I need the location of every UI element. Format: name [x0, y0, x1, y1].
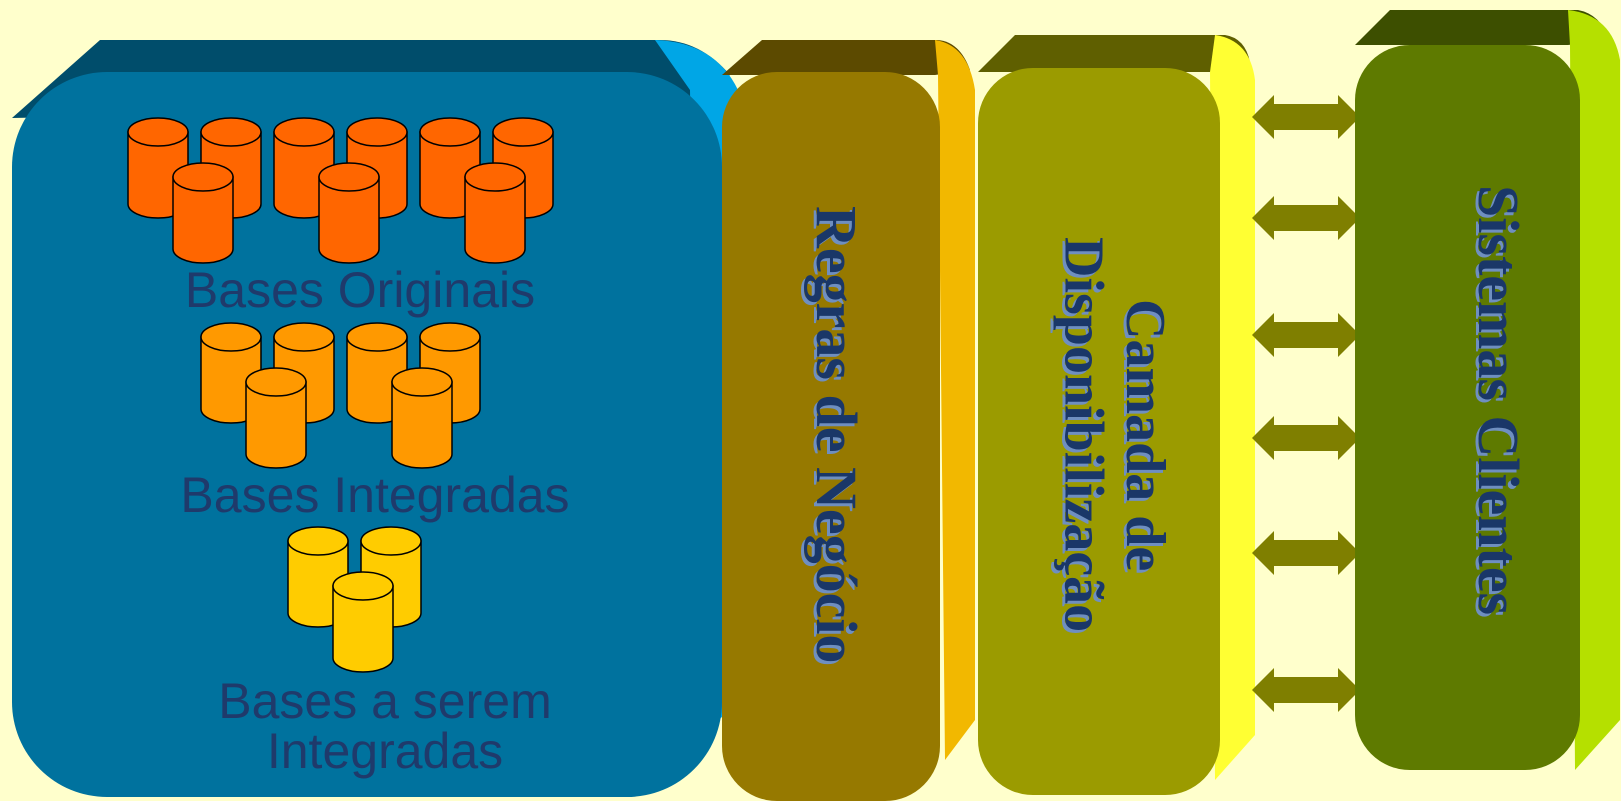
label-bases-a-serem-line-2: Integradas: [266, 723, 504, 779]
label-bases-originais: Bases Originais: [184, 262, 536, 318]
database-group-integradas: [200, 322, 481, 469]
camada-block-top-face: [978, 35, 1250, 72]
clientes-block-top-face: [1355, 10, 1610, 45]
database-cylinder-icon: [245, 367, 307, 469]
label-camada-de-disponibilizacao: Camada de Disponibilização: [1035, 190, 1176, 680]
label-sistemas-clientes: Sistemas Clientes: [1466, 184, 1531, 616]
double-arrow-icon: [1252, 196, 1360, 240]
label-bases-integradas: Bases Integradas: [180, 467, 570, 523]
database-cylinder-icon: [172, 162, 234, 264]
regras-block-top-face: [722, 40, 970, 75]
database-cylinder-icon: [318, 162, 380, 264]
double-arrow-icon: [1252, 313, 1360, 357]
camada-block-side-face: [1210, 35, 1255, 780]
regras-block-front-face: [722, 72, 940, 801]
database-cylinder-icon: [464, 162, 526, 264]
database-cylinder-icon: [391, 367, 453, 469]
label-regras-de-negocio: Regras de Negócio: [804, 206, 869, 664]
double-arrow-icon: [1252, 416, 1360, 460]
label-camada-line-2: Disponibilização: [1052, 237, 1115, 633]
clientes-block: [1355, 10, 1620, 770]
regras-block: [722, 40, 975, 801]
label-bases-a-serem-integradas: Bases a serem Integradas: [160, 676, 610, 776]
regras-block-side-face: [935, 40, 975, 760]
database-group-a-serem-integradas: [287, 526, 422, 673]
clientes-block-front-face: [1355, 45, 1580, 770]
camada-block-front-face: [978, 68, 1220, 795]
double-arrow-icon: [1252, 531, 1360, 575]
camada-block: [978, 35, 1255, 795]
database-cylinder-icon: [332, 571, 394, 673]
clientes-block-side-face: [1568, 10, 1620, 770]
arrows-group: [1252, 95, 1360, 712]
double-arrow-icon: [1252, 668, 1360, 712]
label-bases-a-serem-line-1: Bases a serem: [218, 673, 552, 729]
label-camada-line-1: Camada de: [1114, 298, 1176, 572]
double-arrow-icon: [1252, 95, 1360, 139]
database-group-originais: [127, 117, 554, 264]
